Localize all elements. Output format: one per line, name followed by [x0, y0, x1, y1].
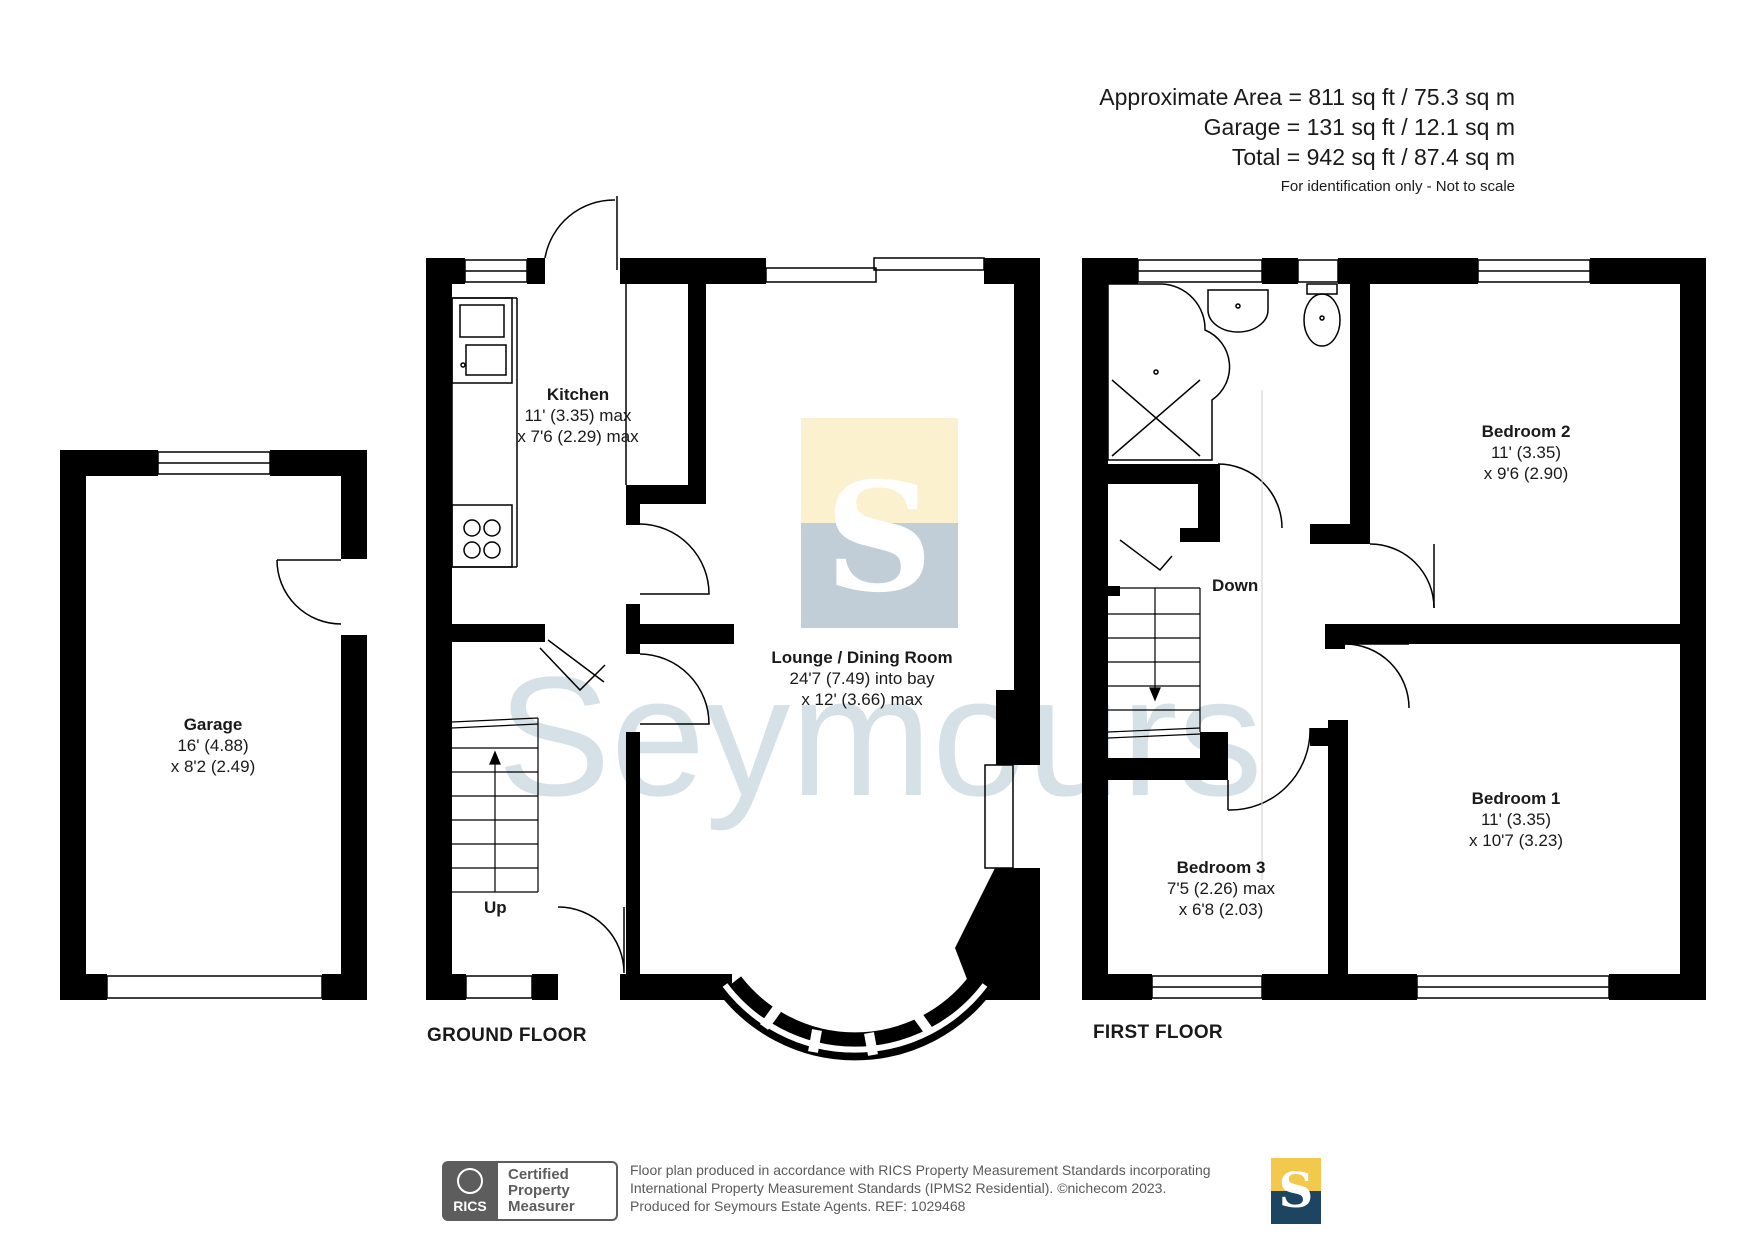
garage-area: Garage = 131 sq ft / 12.1 sq m	[1203, 114, 1515, 140]
svg-text:S: S	[825, 450, 933, 626]
footer-line: Produced for Seymours Estate Agents. REF…	[630, 1198, 966, 1214]
logo-top-band	[1271, 1158, 1321, 1191]
rics-certification: Certified Property Measurer	[498, 1161, 618, 1221]
stairs-up-label: Up	[484, 898, 507, 917]
rics-badge: RICS Certified Property Measurer	[442, 1161, 618, 1221]
room-name: Garage	[183, 715, 243, 734]
room-name: Lounge / Dining Room	[771, 648, 953, 667]
watermark-logo: S	[801, 418, 958, 628]
first-floor-openings	[1083, 259, 1610, 999]
room-dim-width: x 10'7 (3.23)	[1469, 831, 1563, 850]
bay-window	[718, 976, 992, 1061]
room-dim-length: 11' (3.35)	[1480, 810, 1552, 829]
rics-emblem-icon	[457, 1168, 483, 1194]
room-garage: Garage 16' (4.88) x 8'2 (2.49)	[171, 714, 256, 777]
rics-cert-line: Property	[508, 1182, 570, 1199]
room-dim-length: 16' (4.88)	[177, 736, 249, 755]
ground-floor-openings	[427, 196, 1014, 999]
room-dim-width: x 8'2 (2.49)	[170, 757, 256, 776]
room-dim-width: x 9'6 (2.90)	[1483, 464, 1569, 483]
garage-walls	[60, 450, 367, 1000]
footer-disclaimer: Floor plan produced in accordance with R…	[630, 1161, 1211, 1215]
garage-openings	[106, 451, 342, 999]
rics-abbr: RICS	[453, 1198, 487, 1214]
room-dim-length: 7'5 (2.26) max	[1166, 879, 1276, 898]
room-bedroom-3: Bedroom 3 7'5 (2.26) max x 6'8 (2.03)	[1167, 857, 1275, 920]
seymours-logo: S	[1271, 1158, 1321, 1224]
room-dim-width: x 6'8 (2.03)	[1178, 900, 1264, 919]
room-lounge-dining: Lounge / Dining Room 24'7 (7.49) into ba…	[771, 647, 952, 710]
ground-floor-walls	[426, 258, 1040, 1000]
room-name: Bedroom 2	[1481, 422, 1571, 441]
area-summary: Approximate Area = 811 sq ft / 75.3 sq m…	[1099, 82, 1515, 198]
room-name: Bedroom 1	[1471, 789, 1561, 808]
room-kitchen: Kitchen 11' (3.35) max x 7'6 (2.29) max	[517, 384, 638, 447]
rics-cert-line: Certified	[508, 1166, 569, 1183]
room-dim-width: x 7'6 (2.29) max	[517, 427, 639, 446]
room-name: Bedroom 3	[1176, 858, 1266, 877]
rics-cert-line: Measurer	[508, 1198, 575, 1215]
room-bedroom-2: Bedroom 2 11' (3.35) x 9'6 (2.90)	[1482, 421, 1571, 484]
first-floor-label: FIRST FLOOR	[1093, 1022, 1223, 1043]
room-dim-length: 24'7 (7.49) into bay	[789, 669, 935, 688]
ground-floor-label: GROUND FLOOR	[427, 1025, 587, 1046]
footer-line: Floor plan produced in accordance with R…	[630, 1162, 1211, 1178]
room-name: Kitchen	[546, 385, 610, 404]
room-bedroom-1: Bedroom 1 11' (3.35) x 10'7 (3.23)	[1469, 788, 1563, 851]
approximate-area: Approximate Area = 811 sq ft / 75.3 sq m	[1099, 84, 1515, 110]
room-dim-width: x 12' (3.66) max	[801, 690, 923, 709]
footer-line: International Property Measurement Stand…	[630, 1180, 1167, 1196]
room-dim-length: 11' (3.35)	[1490, 443, 1562, 462]
logo-letter: S	[1278, 1163, 1314, 1219]
rics-logo: RICS	[442, 1161, 498, 1221]
room-dim-length: 11' (3.35) max	[524, 406, 632, 425]
scale-note: For identification only - Not to scale	[1280, 178, 1515, 195]
first-floor-stairs	[1107, 390, 1263, 880]
logo-bottom-band	[1271, 1191, 1321, 1224]
ground-floor-stairs	[451, 717, 539, 893]
stairs-down-label: Down	[1212, 576, 1259, 595]
total-area: Total = 942 sq ft / 87.4 sq m	[1231, 144, 1515, 170]
